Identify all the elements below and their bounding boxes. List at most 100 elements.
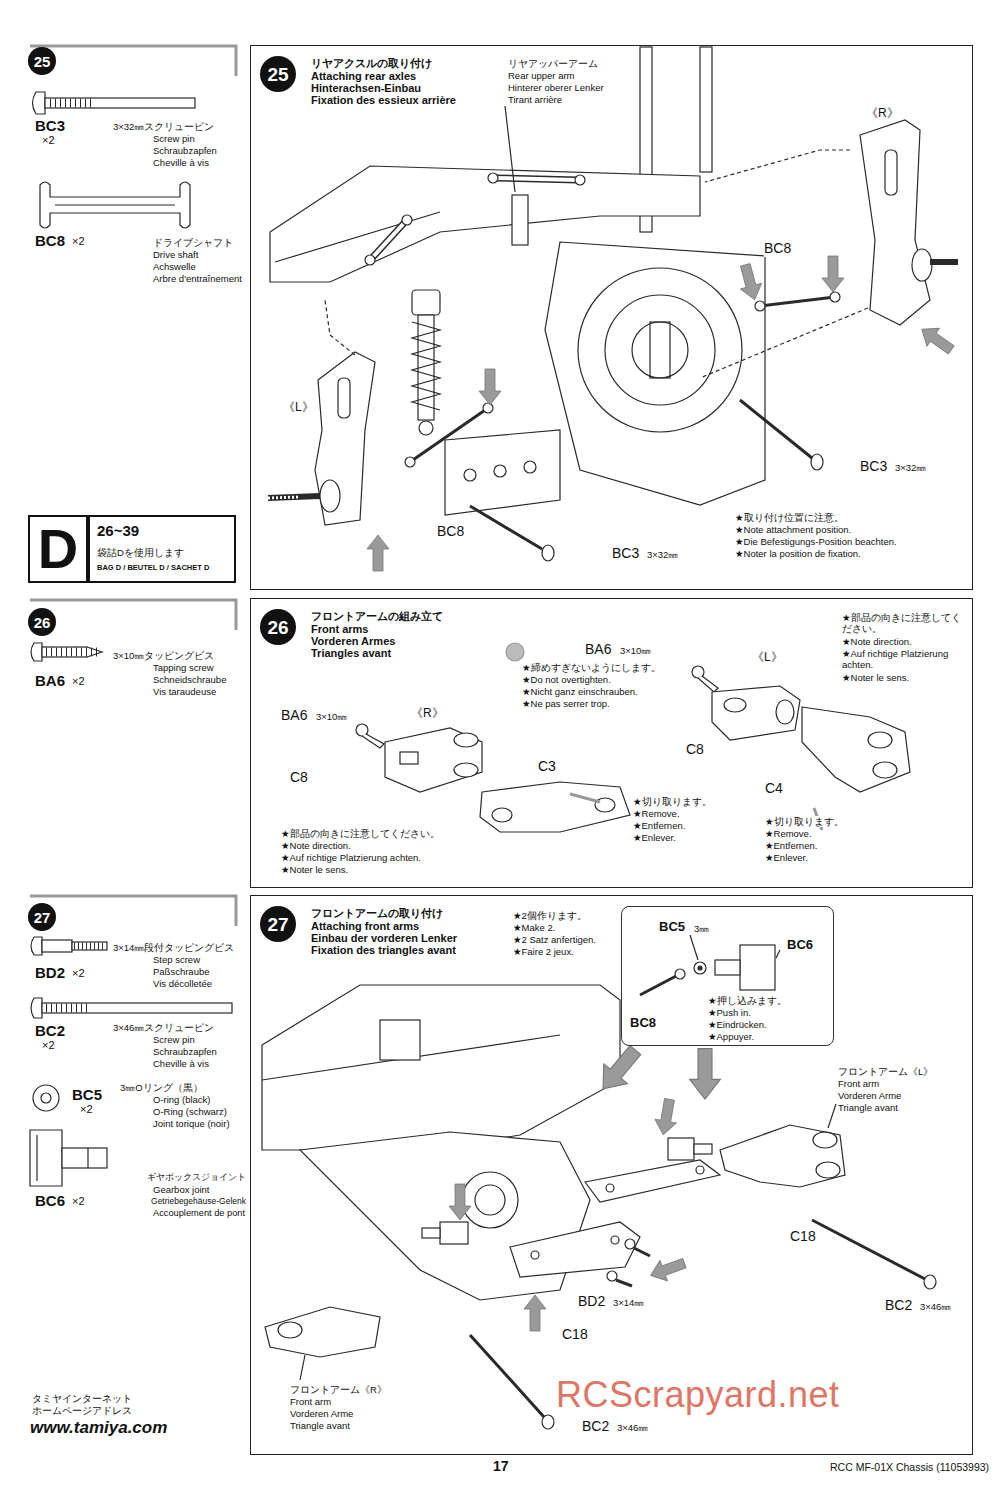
part-code: BC2 (35, 1022, 65, 1040)
note-text: ★Remove. (765, 828, 812, 839)
chassis (650, 322, 670, 378)
step-heading: フロントアームの組み立て (311, 610, 443, 623)
chassis (475, 1185, 505, 1215)
inset-parts (715, 960, 740, 975)
part-label: 26~39 (97, 522, 139, 540)
note-text: ★切り取ります。 (633, 796, 712, 807)
note-text: RCC MF-01X Chassis (11053993) (830, 1461, 989, 1474)
screw-pin (542, 545, 554, 561)
part-code: BC2 (885, 1297, 912, 1314)
note-text: 《R》 (866, 106, 899, 120)
note-text: ★2 Satz anfertigen. (513, 934, 596, 945)
note-text: ★Note direction. (281, 840, 351, 851)
rear-upright-right (885, 150, 897, 195)
note-text: ×2 (72, 1195, 85, 1208)
gray-arrow (822, 256, 844, 292)
note-text: タミヤインターネット (32, 1393, 132, 1404)
part-label: BC6 (787, 937, 813, 953)
note-text: 3×10㎜ (316, 711, 347, 722)
note-text: ★部品の向きに注意してください。 (842, 612, 962, 635)
arm-plate (585, 1160, 720, 1202)
note-text: ★Note direction. (842, 636, 912, 647)
screw-pin (470, 506, 542, 549)
part-label: ★Push in. (708, 1007, 751, 1018)
gearbox-joint (440, 1222, 468, 1244)
part-label: BAG D / BEUTEL D / SACHET D (97, 563, 209, 572)
front-arm-part (385, 686, 910, 832)
arm-plate (611, 1236, 619, 1244)
rear-upper-arm (495, 178, 578, 180)
part-code: BC3 (612, 545, 639, 562)
cut-mark (570, 794, 600, 802)
bag-letter-box: D (28, 515, 88, 583)
note-text: 3×10㎜タッピングビス (113, 650, 214, 661)
part-code: C8 (290, 769, 308, 786)
note-text: ★Noter la position de fixation. (735, 548, 861, 559)
note-text: ★Remove. (633, 808, 680, 819)
front-arm (300, 1355, 305, 1380)
gray-arrow (367, 535, 389, 571)
rear-upright-left (338, 378, 350, 418)
gearbox-joint (422, 1138, 712, 1244)
note-text: ★部品の向きに注意してください。 (281, 828, 440, 839)
gray-arrow (690, 1049, 721, 1099)
chassis (380, 1020, 420, 1060)
note-text: Achswelle (153, 261, 196, 272)
step-number: 27 (260, 906, 296, 942)
note-text: ★Ne pas serrer trop. (522, 698, 610, 709)
chassis (545, 242, 765, 505)
gearbox-joint (422, 1228, 440, 1238)
front-arm-part (454, 733, 478, 747)
tapping-screw (46, 648, 98, 657)
note-text: Vorderen Arme (838, 1090, 901, 1101)
screw-pin (33, 92, 196, 114)
note-text: ×2 (72, 235, 85, 248)
step-number-text: 25 (267, 65, 288, 84)
screw-pin (33, 92, 46, 114)
note-text: ★Enlever. (765, 852, 808, 863)
rear-upper-arm (488, 173, 498, 183)
drive-shaft (405, 457, 415, 467)
part-code: BC3 (35, 117, 65, 135)
rear-upper-arm (575, 175, 585, 185)
step-panel: リヤアクスルの取り付けAttaching rear axlesHinterach… (250, 45, 973, 590)
note-text: 3×10㎜ (620, 645, 651, 656)
front-arm (265, 1104, 845, 1380)
part-code: C3 (538, 758, 556, 775)
step-screw (31, 937, 42, 955)
part-code: 17 (493, 1458, 509, 1475)
bag-info-box: 26~39袋詰Dを使用しますBAG D / BEUTEL D / SACHET … (88, 515, 236, 583)
tapping-screw (31, 643, 42, 661)
note-text: ★Entfernen. (633, 820, 685, 831)
part-code: BA6 (35, 672, 65, 690)
drive-shaft (483, 403, 493, 413)
screw (607, 1271, 617, 1281)
tapping-screw (42, 647, 87, 657)
front-arm (278, 1322, 302, 1338)
column-header-bar (30, 46, 236, 926)
note-text: O-ring (black) (153, 1094, 211, 1105)
shock-absorber (419, 421, 433, 435)
note-text: Schraubzapfen (153, 1046, 217, 1057)
chassis (275, 212, 440, 262)
part-code: BC8 (437, 523, 464, 540)
chassis (445, 430, 560, 515)
part-code: BC8 (764, 240, 791, 257)
screw (924, 1275, 936, 1289)
screw (506, 643, 524, 661)
step-number-text: 25 (34, 54, 51, 69)
part-label: 3㎜ (694, 923, 709, 934)
gearbox-joint (36, 1135, 37, 1181)
gray-arrow (524, 1295, 546, 1331)
note-text: ★Noter le sens. (281, 864, 348, 875)
note-text: ★Die Befestigungs-Position beachten. (735, 536, 897, 547)
drive-shaft (755, 301, 765, 311)
part-code: www.tamiya.com (30, 1418, 167, 1438)
gearbox-joint (30, 1130, 62, 1186)
note-text: Accouplement de pont (153, 1208, 245, 1219)
note-text: Rear upper arm (508, 70, 575, 81)
rear-upper-arm (505, 106, 515, 192)
step-panel: フロントアームの取り付けAttaching front armsEinbau d… (250, 895, 973, 1455)
part-code: C18 (790, 1228, 816, 1245)
drive-shaft (55, 204, 175, 205)
